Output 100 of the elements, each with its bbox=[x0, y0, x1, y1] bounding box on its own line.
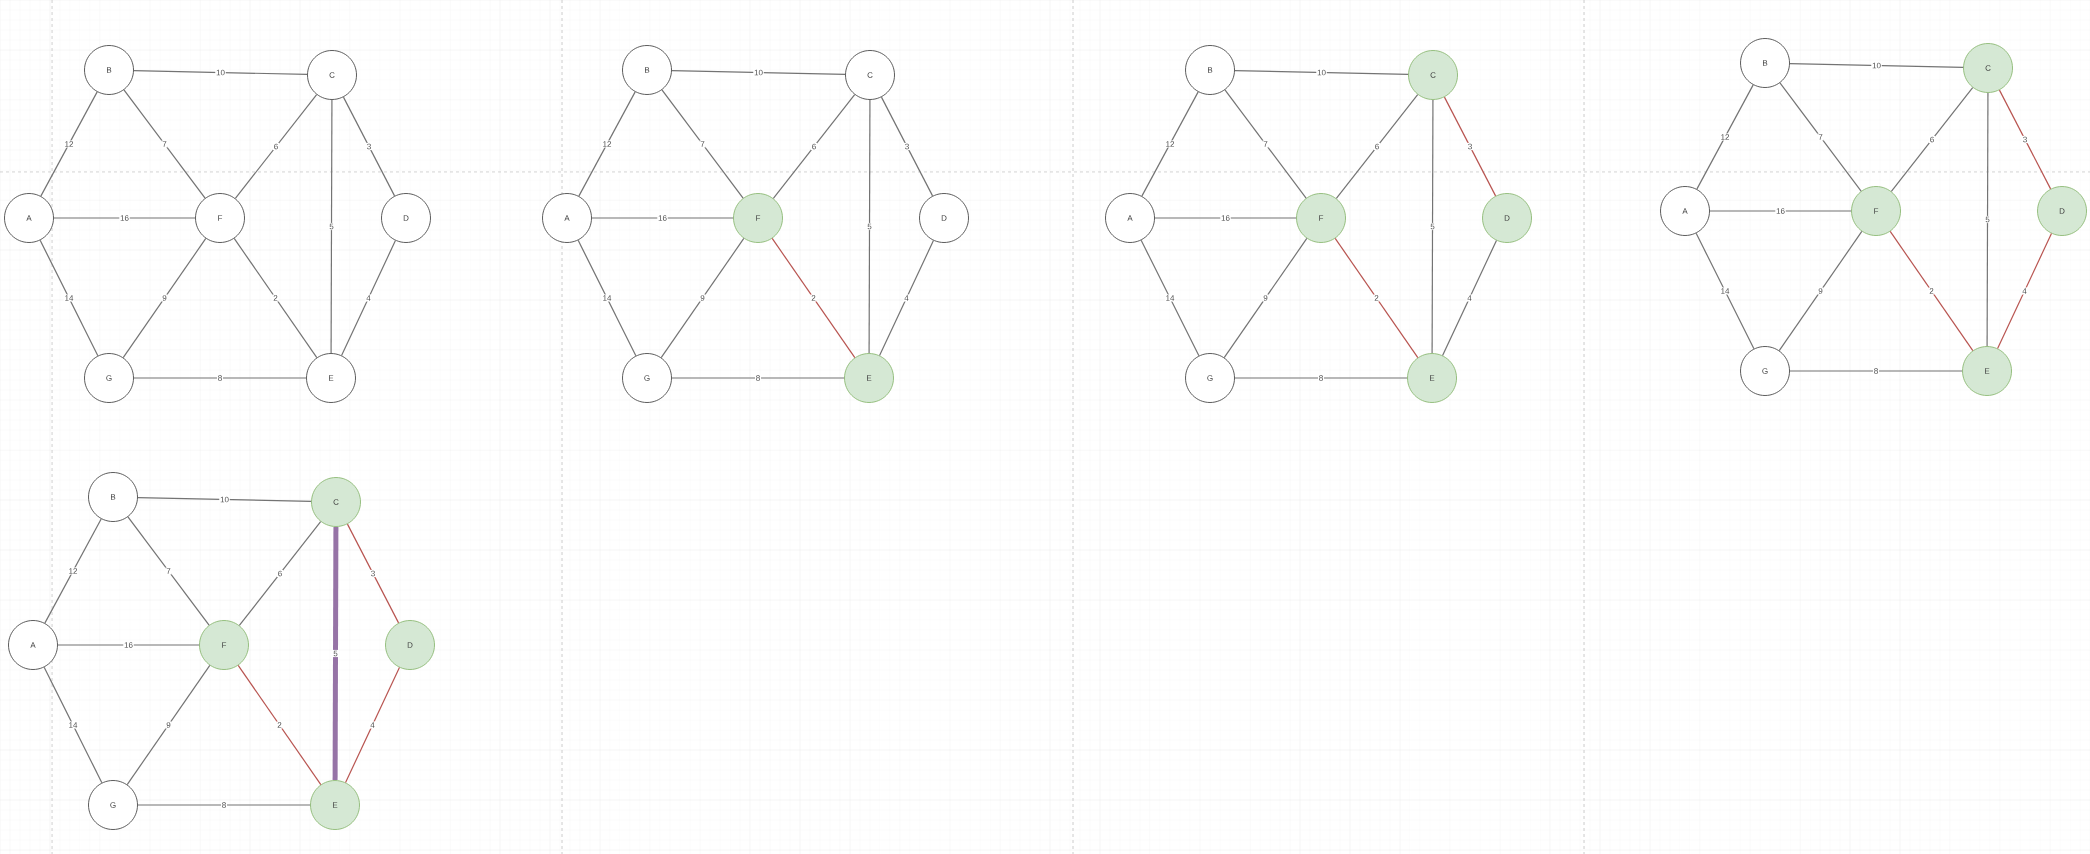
edge-label: 6 bbox=[1374, 142, 1381, 151]
graph-node: G bbox=[88, 780, 138, 830]
edge-line bbox=[1140, 239, 1200, 357]
edge-line bbox=[1223, 237, 1308, 359]
graph-node: C bbox=[1963, 43, 2013, 93]
edge-line bbox=[43, 666, 103, 784]
edge-line bbox=[1789, 62, 1964, 69]
edge-label: 8 bbox=[221, 801, 228, 809]
graph-node: E bbox=[1962, 346, 2012, 396]
edge-label: 4 bbox=[369, 721, 376, 729]
edge-label: 4 bbox=[2021, 287, 2028, 295]
edge-label: 3 bbox=[1467, 142, 1474, 151]
edge-line bbox=[340, 239, 397, 357]
graph-node: G bbox=[84, 353, 134, 403]
graph-node: A bbox=[542, 193, 592, 243]
edge-label: 16 bbox=[657, 214, 668, 222]
edge-label: 14 bbox=[1164, 294, 1176, 302]
edge-line bbox=[1998, 89, 2052, 190]
graph-node: B bbox=[1185, 45, 1235, 95]
edge-line bbox=[39, 239, 99, 357]
graph-node: D bbox=[919, 193, 969, 243]
edge-line bbox=[879, 239, 935, 357]
edge-line bbox=[1334, 237, 1419, 359]
edge-line bbox=[233, 237, 318, 359]
edge-line bbox=[880, 96, 934, 197]
edge-label: 3 bbox=[366, 142, 373, 151]
edge-line bbox=[1889, 230, 1974, 352]
edge-line bbox=[1234, 377, 1408, 379]
graph-node: E bbox=[306, 353, 356, 403]
edge-line bbox=[1709, 210, 1852, 212]
graph-node: D bbox=[1482, 193, 1532, 243]
edge-label: 14 bbox=[67, 721, 79, 729]
edge-label: 3 bbox=[370, 569, 377, 578]
edge-line bbox=[771, 237, 856, 359]
edge-line bbox=[1696, 84, 1754, 190]
edge-label: 3 bbox=[904, 142, 911, 151]
edge-label: 7 bbox=[165, 567, 172, 575]
edge-line bbox=[1224, 89, 1307, 199]
edge-line bbox=[133, 377, 307, 379]
edge-label: 10 bbox=[1316, 68, 1327, 77]
edge-label: 7 bbox=[161, 140, 168, 148]
edge-line bbox=[1335, 94, 1419, 199]
edge-label: 2 bbox=[276, 721, 283, 729]
edge-line bbox=[1234, 69, 1409, 76]
graph-node: C bbox=[1408, 50, 1458, 100]
edge-line bbox=[671, 69, 846, 76]
edge-line bbox=[137, 496, 312, 503]
edge-label: 5 bbox=[332, 649, 339, 658]
edge-label: 4 bbox=[365, 294, 372, 302]
edge-line bbox=[126, 664, 211, 786]
graph-node: A bbox=[1660, 186, 1710, 236]
graph-node: G bbox=[622, 353, 672, 403]
edge-line bbox=[1986, 92, 1989, 347]
edge-line bbox=[1442, 239, 1498, 357]
edge-label: 2 bbox=[1373, 294, 1380, 302]
edge-line bbox=[578, 91, 636, 197]
edge-line bbox=[868, 99, 871, 354]
edge-line bbox=[53, 217, 196, 219]
edge-label: 10 bbox=[1871, 61, 1882, 70]
graph-node: B bbox=[84, 45, 134, 95]
edge-label: 7 bbox=[699, 140, 706, 148]
edge-label: 6 bbox=[811, 142, 818, 151]
graph-node: A bbox=[4, 193, 54, 243]
graph-node: F bbox=[199, 620, 249, 670]
edge-label: 5 bbox=[1984, 215, 1991, 224]
graph-node: F bbox=[195, 193, 245, 243]
edge-line bbox=[57, 644, 200, 646]
edge-label: 6 bbox=[273, 142, 280, 151]
edge-line bbox=[44, 518, 102, 624]
edge-line bbox=[1443, 96, 1497, 197]
edge-label: 8 bbox=[217, 374, 224, 382]
edge-label: 8 bbox=[755, 374, 762, 382]
edge-label: 14 bbox=[601, 294, 613, 302]
edge-label: 12 bbox=[1164, 140, 1176, 148]
edge-label: 10 bbox=[215, 68, 226, 77]
edge-line bbox=[332, 526, 339, 781]
edge-label: 2 bbox=[810, 294, 817, 302]
edge-label: 5 bbox=[1429, 222, 1436, 231]
edge-line bbox=[122, 237, 207, 359]
edge-line bbox=[1779, 82, 1862, 192]
graph-node: C bbox=[307, 50, 357, 100]
edge-label: 12 bbox=[63, 140, 75, 148]
graph-node: B bbox=[88, 472, 138, 522]
edge-label: 16 bbox=[1775, 207, 1786, 215]
edge-label: 7 bbox=[1262, 140, 1269, 148]
graph-node: C bbox=[311, 477, 361, 527]
edge-line bbox=[1789, 370, 1963, 372]
graph-node: F bbox=[1296, 193, 1346, 243]
edge-label: 4 bbox=[903, 294, 910, 302]
edge-line bbox=[577, 239, 637, 357]
edge-line bbox=[40, 91, 98, 197]
edge-line bbox=[661, 89, 744, 199]
edge-label: 8 bbox=[1318, 374, 1325, 382]
edge-label: 2 bbox=[272, 294, 279, 302]
graph-node: D bbox=[385, 620, 435, 670]
edge-line bbox=[133, 69, 308, 76]
edge-line bbox=[660, 237, 745, 359]
graph-node: D bbox=[2037, 186, 2087, 236]
edge-line bbox=[342, 96, 396, 197]
edge-line bbox=[123, 89, 206, 199]
